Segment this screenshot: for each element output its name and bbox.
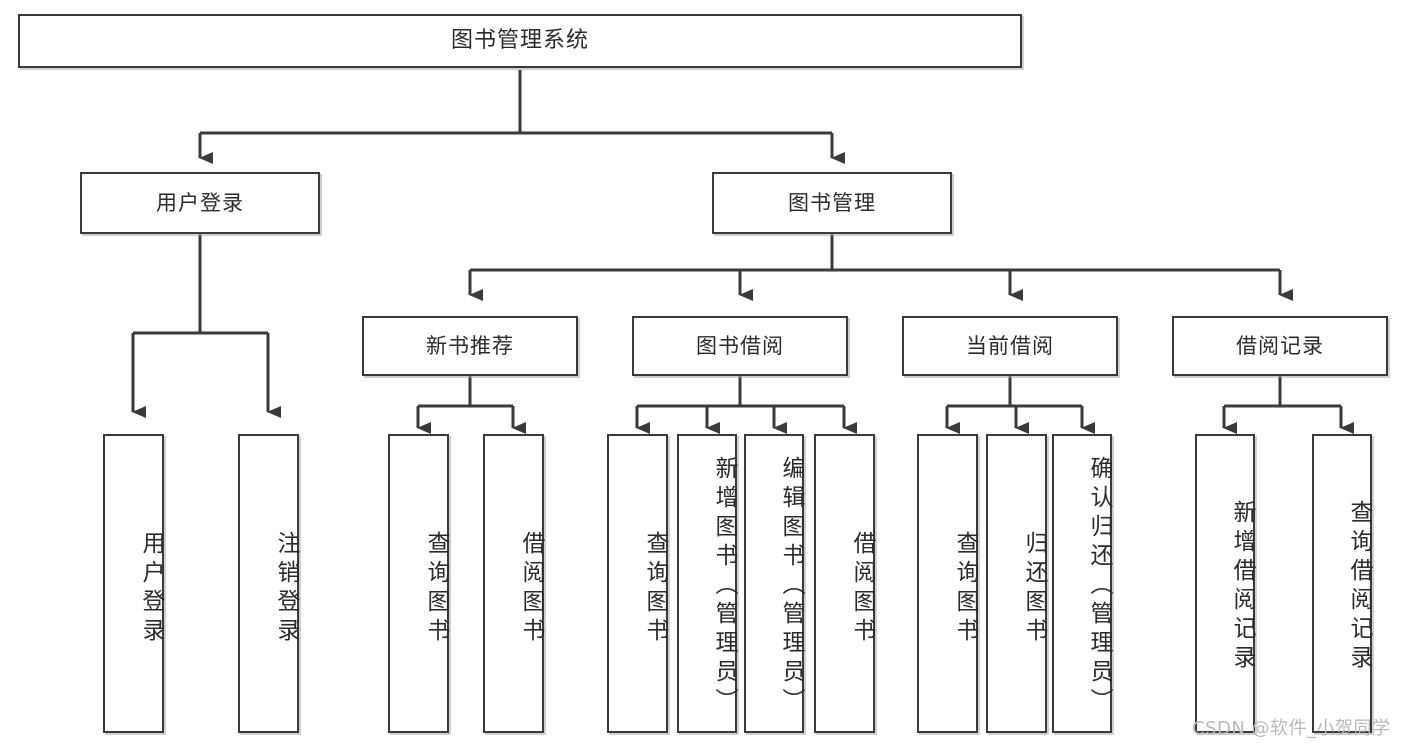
node-label: 注销登录	[273, 530, 299, 647]
node-leaf-add-book[interactable]: 新增图书（管理员）	[677, 434, 737, 733]
node-label: 用户登录	[156, 190, 244, 215]
node-label: 归还图书	[1021, 530, 1047, 647]
node-label: 用户登录	[138, 530, 164, 647]
node-label: 图书借阅	[696, 333, 784, 358]
node-book-borrow[interactable]: 图书借阅	[632, 316, 848, 376]
node-root-system[interactable]: 图书管理系统	[18, 14, 1022, 68]
node-label: 借阅图书	[849, 530, 875, 647]
node-current-borrow[interactable]: 当前借阅	[902, 316, 1118, 376]
node-label: 图书管理	[788, 190, 876, 215]
node-label: 新增图书（管理员）	[711, 456, 737, 717]
node-leaf-query-book-3[interactable]: 查询图书	[917, 434, 978, 733]
node-leaf-logout[interactable]: 注销登录	[238, 434, 299, 733]
node-leaf-return-book[interactable]: 归还图书	[986, 434, 1047, 733]
node-label: 借阅记录	[1236, 333, 1324, 358]
node-book-management[interactable]: 图书管理	[712, 172, 952, 234]
node-label: 新书推荐	[426, 333, 514, 358]
node-new-book-recommend[interactable]: 新书推荐	[362, 316, 578, 376]
node-label: 新增借阅记录	[1229, 499, 1255, 674]
node-user-login[interactable]: 用户登录	[80, 172, 320, 234]
node-leaf-borrow-book-2[interactable]: 借阅图书	[814, 434, 875, 733]
node-label: 当前借阅	[966, 333, 1054, 358]
node-leaf-query-book-1[interactable]: 查询图书	[388, 434, 449, 733]
node-label: 查询借阅记录	[1346, 499, 1372, 674]
node-leaf-borrow-book-1[interactable]: 借阅图书	[483, 434, 544, 733]
node-leaf-query-record[interactable]: 查询借阅记录	[1312, 434, 1372, 733]
node-label: 借阅图书	[518, 530, 544, 647]
node-label: 图书管理系统	[450, 28, 589, 53]
node-label: 查询图书	[952, 530, 978, 647]
node-leaf-user-login[interactable]: 用户登录	[103, 434, 164, 733]
node-label: 编辑图书（管理员）	[778, 456, 804, 717]
watermark-csdn: CSDN @软件_小贺同学	[1192, 718, 1391, 739]
node-leaf-confirm-return[interactable]: 确认归还（管理员）	[1052, 434, 1112, 733]
node-leaf-query-book-2[interactable]: 查询图书	[607, 434, 668, 733]
node-leaf-add-record[interactable]: 新增借阅记录	[1195, 434, 1255, 733]
node-borrow-record[interactable]: 借阅记录	[1172, 316, 1388, 376]
node-leaf-edit-book[interactable]: 编辑图书（管理员）	[744, 434, 804, 733]
node-label: 查询图书	[642, 530, 668, 647]
node-label: 确认归还（管理员）	[1086, 456, 1112, 717]
node-label: 查询图书	[423, 530, 449, 647]
